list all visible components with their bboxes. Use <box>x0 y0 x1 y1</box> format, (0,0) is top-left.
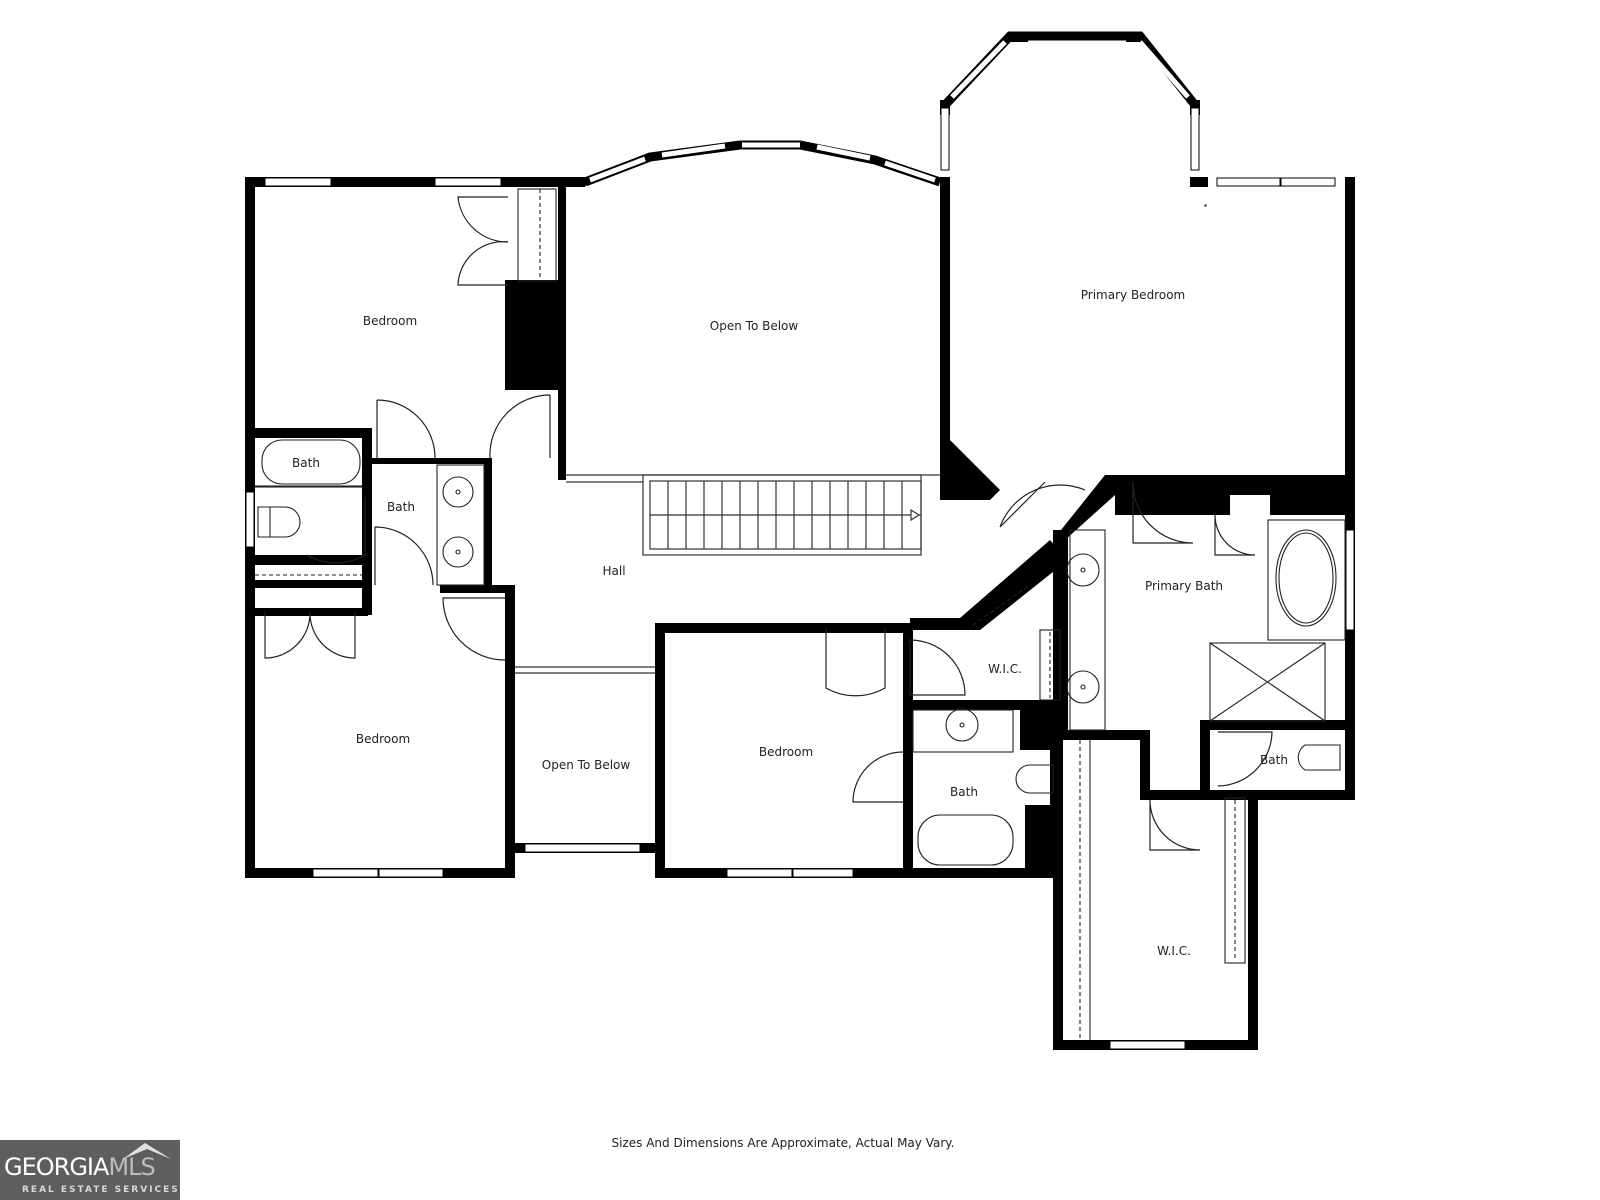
room-label-bedroom-nw: Bedroom <box>362 314 418 328</box>
logo-wordmark: GEORGIAMLS <box>4 1153 156 1181</box>
disclaimer-text: Sizes And Dimensions Are Approximate, Ac… <box>611 1136 955 1150</box>
room-label-primary-bath: Primary Bath <box>1144 579 1224 593</box>
bay-walls <box>583 31 1199 187</box>
logo-tagline: REAL ESTATE SERVICES <box>22 1185 180 1195</box>
logo-brand-main: GEORGIA <box>4 1153 109 1181</box>
walls <box>245 32 1355 1050</box>
room-label-bath-center: Bath <box>950 785 978 799</box>
fixtures <box>254 188 1346 1040</box>
staircase <box>515 474 940 674</box>
georgia-mls-logo: GEORGIAMLS REAL ESTATE SERVICES <box>0 1140 180 1200</box>
room-label-open-to-below-bottom: Open To Below <box>541 758 631 772</box>
room-label-open-to-below-top: Open To Below <box>709 319 799 333</box>
room-label-bath-tub-left: Bath <box>292 456 320 470</box>
room-label-bath-primary-wc: Bath <box>1260 753 1288 767</box>
bay-windows <box>589 40 1190 183</box>
room-label-bedroom-sw: Bedroom <box>355 732 411 746</box>
room-label-wic-small: W.I.C. <box>988 662 1022 676</box>
room-label-hall: Hall <box>602 564 626 578</box>
room-label-bedroom-center: Bedroom <box>758 745 814 759</box>
room-label-primary-bedroom: Primary Bedroom <box>1080 288 1186 302</box>
logo-brand-accent: MLS <box>108 1153 155 1181</box>
room-label-wic-large: W.I.C. <box>1157 944 1191 958</box>
room-label-bath-jack-jill: Bath <box>387 500 415 514</box>
roof-icon <box>123 1143 171 1159</box>
doors <box>264 196 1273 851</box>
